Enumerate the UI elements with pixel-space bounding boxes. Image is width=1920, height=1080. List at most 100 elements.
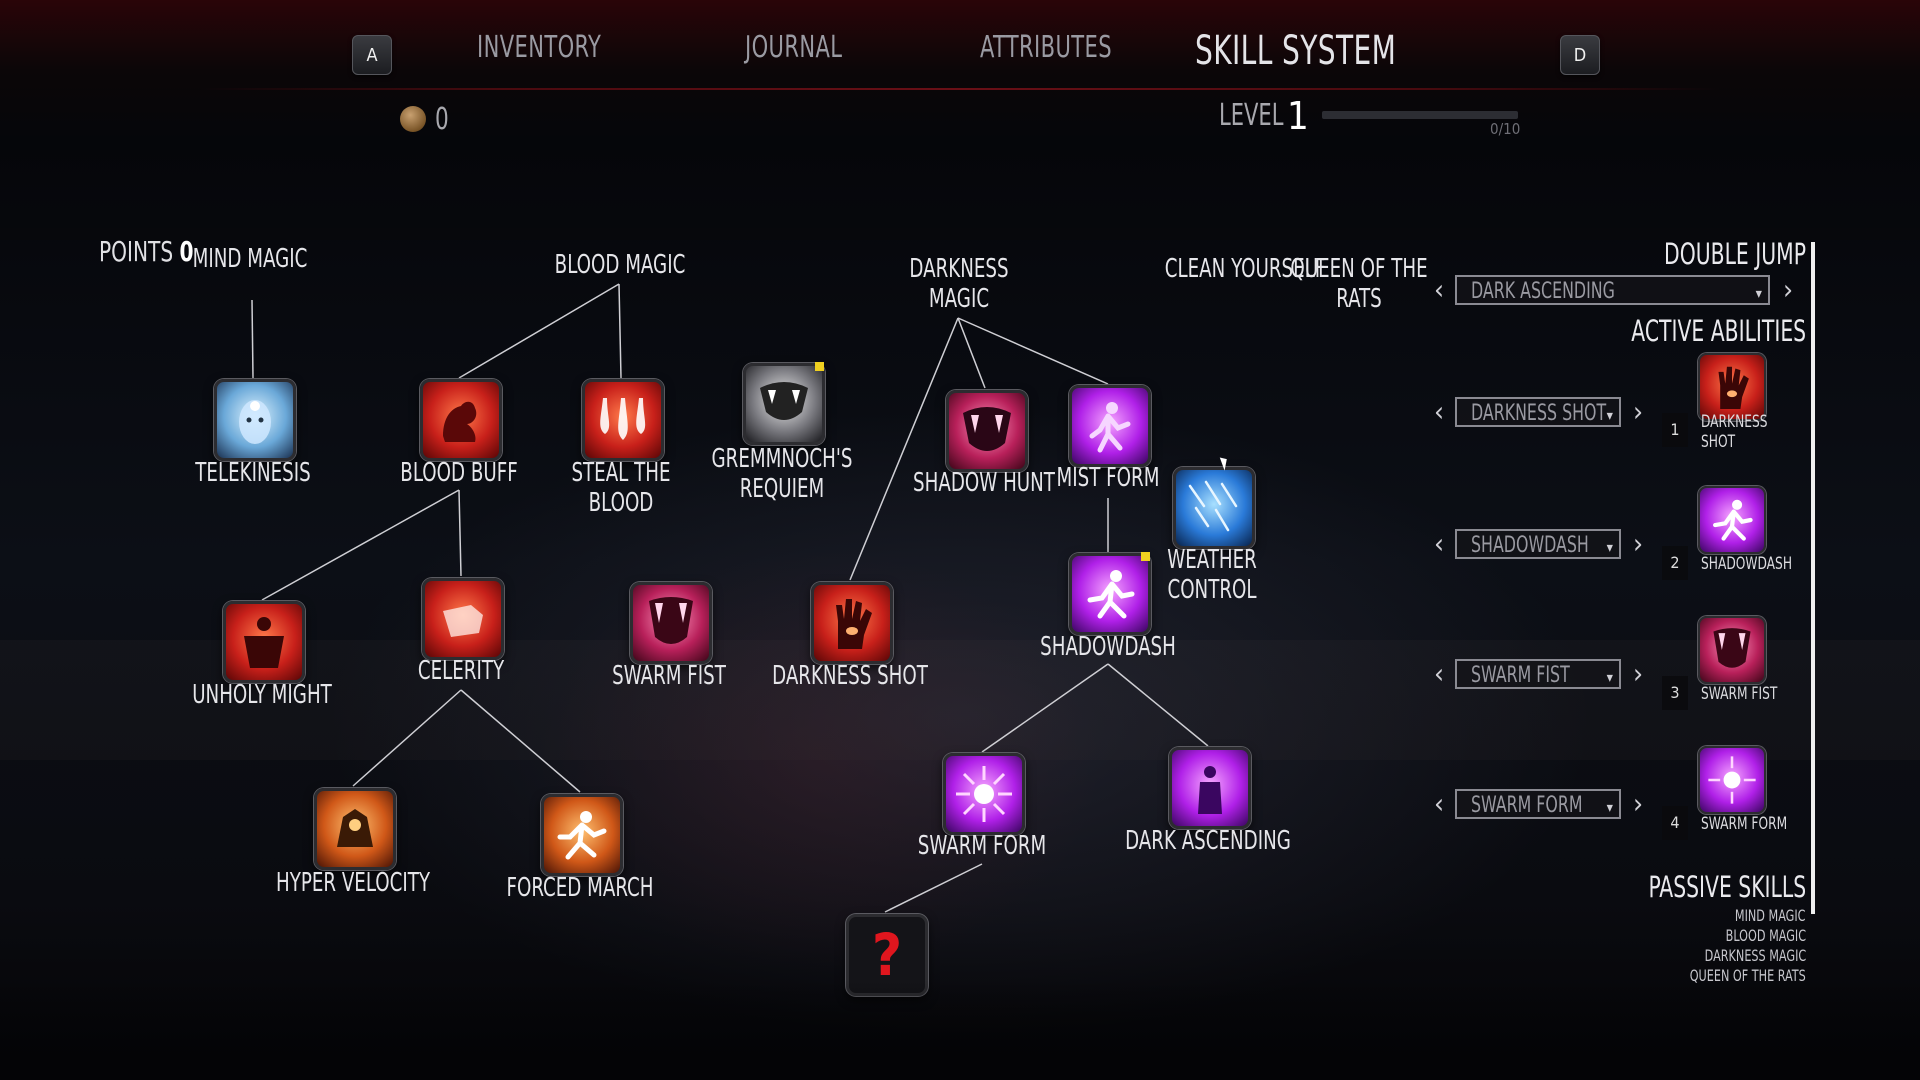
points-value: 0	[179, 235, 194, 268]
slot-4-skill[interactable]	[1698, 746, 1766, 814]
slot-3-next-arrow[interactable]: ›	[1632, 657, 1644, 690]
skill-unholy-might[interactable]	[223, 601, 305, 683]
passive-item-darkness-magic: DARKNESS MAGIC	[1704, 946, 1806, 965]
new-skill-marker	[1141, 552, 1150, 561]
slot-2-value: SHADOWDASH	[1471, 533, 1589, 558]
slot-3-value: SWARM FIST	[1471, 663, 1570, 688]
slot-4-value: SWARM FORM	[1471, 793, 1583, 818]
skill-dark-ascending[interactable]	[1169, 747, 1251, 829]
label-unholy-might: UNHOLY MIGHT	[192, 680, 332, 710]
slot-1-prev-arrow[interactable]: ‹	[1433, 395, 1445, 428]
fangs-icon	[649, 597, 693, 644]
slot-1-label: DARKNESS SHOT	[1701, 412, 1768, 452]
slot-1-skill[interactable]	[1698, 353, 1766, 421]
double-jump-next-arrow[interactable]: ›	[1782, 273, 1794, 306]
skill-swarm-fist[interactable]	[630, 582, 712, 664]
header-divider	[200, 88, 1720, 90]
face-icon	[239, 400, 271, 444]
hand-eye-icon	[1718, 366, 1749, 409]
slot-2-prev-arrow[interactable]: ‹	[1433, 527, 1445, 560]
skill-darkness-shot[interactable]	[811, 582, 893, 664]
skill-hyper-velocity[interactable]	[314, 788, 396, 870]
label-darkness-shot: DARKNESS SHOT	[772, 661, 928, 691]
skill-points: POINTS 0	[99, 235, 194, 268]
label-dark-ascending: DARK ASCENDING	[1125, 826, 1291, 856]
tab-inventory[interactable]: INVENTORY	[477, 30, 602, 65]
flexed-arm-icon	[443, 401, 477, 442]
slot-2-next-arrow[interactable]: ›	[1632, 527, 1644, 560]
chevron-down-icon: ▾	[1606, 800, 1613, 816]
blood-drops-icon	[600, 398, 646, 440]
skill-mist-form[interactable]	[1069, 385, 1151, 467]
slot-4-next-arrow[interactable]: ›	[1632, 787, 1644, 820]
slot-3-label: SWARM FIST	[1701, 684, 1778, 704]
category-clean-yourself: CLEAN YOURSELF	[1164, 254, 1326, 284]
slot-3-number: 3	[1662, 676, 1688, 710]
category-blood-magic: BLOOD MAGIC	[554, 250, 686, 280]
fist-icon	[443, 605, 483, 637]
slot-4-number: 4	[1662, 806, 1688, 840]
tab-attributes[interactable]: ATTRIBUTES	[980, 30, 1112, 65]
chevron-down-icon: ▾	[1606, 408, 1613, 424]
meteor-shower-icon	[1188, 480, 1238, 532]
slot-2-select[interactable]: SHADOWDASH ▾	[1455, 529, 1621, 559]
label-weather-control: WEATHER CONTROL	[1167, 545, 1257, 605]
slot-1-select[interactable]: DARKNESS SHOT▾	[1455, 397, 1621, 427]
slot-4-select[interactable]: SWARM FORM ▾	[1455, 789, 1621, 819]
slot-4-prev-arrow[interactable]: ‹	[1433, 787, 1445, 820]
label-swarm-fist: SWARM FIST	[612, 661, 726, 691]
slot-2-label: SHADOWDASH	[1701, 554, 1793, 574]
armored-figure-icon	[337, 809, 373, 847]
swarm-burst-icon	[1708, 756, 1756, 804]
slot-3-skill[interactable]	[1698, 616, 1766, 684]
slot-2-skill[interactable]	[1698, 486, 1766, 554]
level-label: LEVEL	[1219, 98, 1284, 133]
skill-unknown[interactable]: ?	[846, 914, 928, 996]
skill-shadowdash[interactable]	[1069, 553, 1151, 635]
skill-blood-buff[interactable]	[420, 379, 502, 461]
label-celerity: CELERITY	[417, 656, 505, 686]
dashing-figure-icon	[1713, 499, 1753, 541]
category-mind-magic: MIND MAGIC	[192, 244, 308, 274]
muscle-figure-icon	[244, 617, 284, 668]
ascending-figure-icon	[1198, 766, 1222, 814]
label-swarm-form: SWARM FORM	[917, 831, 1047, 861]
slot-3-select[interactable]: SWARM FIST▾	[1455, 659, 1621, 689]
label-steal-the-blood: STEAL THE BLOOD	[571, 458, 671, 518]
new-skill-marker	[815, 362, 824, 371]
double-jump-select[interactable]: DARK ASCENDING▾	[1455, 275, 1770, 305]
swarm-burst-icon	[956, 766, 1012, 822]
points-label: POINTS	[99, 235, 174, 268]
skill-swarm-form[interactable]	[943, 753, 1025, 835]
right-panel-scrollbar[interactable]	[1811, 242, 1815, 914]
skill-telekinesis[interactable]	[214, 379, 296, 461]
prev-tab-key[interactable]: A	[352, 35, 392, 75]
dashing-figure-icon	[1087, 570, 1135, 619]
slot-1-next-arrow[interactable]: ›	[1632, 395, 1644, 428]
slot-1-value: DARKNESS SHOT	[1471, 401, 1607, 426]
tab-skill-system[interactable]: SKILL SYSTEM	[1195, 28, 1397, 74]
xp-text: 0/10	[1490, 120, 1521, 138]
coin-icon	[400, 106, 426, 132]
skill-gremmnochs-requiem[interactable]	[743, 363, 825, 445]
tab-journal[interactable]: JOURNAL	[745, 30, 843, 65]
passive-item-blood-magic: BLOOD MAGIC	[1725, 926, 1806, 945]
label-forced-march: FORCED MARCH	[506, 873, 654, 903]
slot-2-number: 2	[1662, 546, 1688, 580]
double-jump-select-value: DARK ASCENDING	[1471, 279, 1615, 304]
level-value: 1	[1287, 94, 1309, 138]
skill-steal-the-blood[interactable]	[582, 379, 664, 461]
next-tab-key[interactable]: D	[1560, 35, 1600, 75]
hand-eye-icon	[836, 599, 872, 649]
question-mark-icon: ?	[871, 921, 903, 989]
category-darkness-magic: DARKNESS MAGIC	[909, 254, 1009, 314]
label-shadow-hunt: SHADOW HUNT	[913, 468, 1055, 498]
skill-forced-march[interactable]	[541, 794, 623, 876]
slot-3-prev-arrow[interactable]: ‹	[1433, 657, 1445, 690]
skill-shadow-hunt[interactable]	[946, 390, 1028, 472]
double-jump-prev-arrow[interactable]: ‹	[1433, 273, 1445, 306]
active-abilities-title: ACTIVE ABILITIES	[1631, 314, 1806, 348]
skill-celerity[interactable]	[422, 578, 504, 660]
skill-weather-control[interactable]	[1173, 467, 1255, 549]
chevron-down-icon: ▾	[1606, 540, 1613, 556]
